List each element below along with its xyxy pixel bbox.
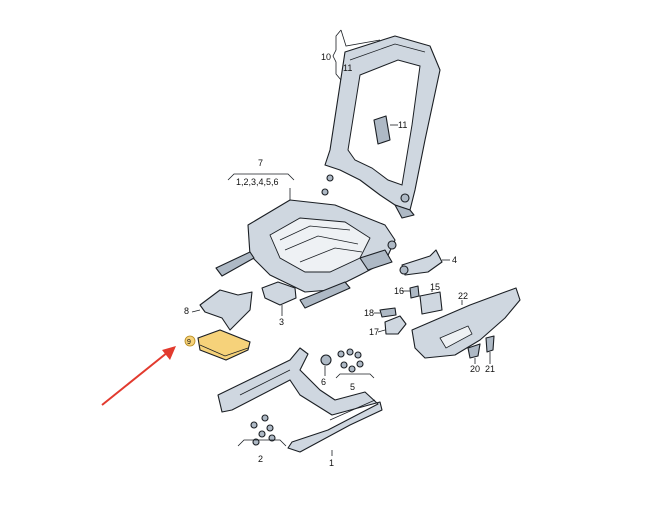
- part-5-screws: [335, 348, 375, 379]
- label-15: 15: [430, 282, 440, 292]
- part-9: 9: [184, 329, 251, 361]
- label-21: 21: [485, 364, 495, 374]
- part-17: [377, 315, 407, 335]
- label-16: 16: [394, 286, 404, 296]
- label-11: 11: [398, 120, 407, 130]
- label-10: 10: [321, 52, 331, 62]
- label-6: 6: [321, 377, 326, 387]
- part-21: [485, 335, 495, 364]
- part-20: [467, 343, 481, 364]
- label-9: 9: [187, 339, 191, 346]
- label-2: 2: [258, 454, 263, 464]
- callout-10: 10 11: [321, 29, 381, 81]
- pointer-arrow: [101, 346, 176, 406]
- label-1: 1: [329, 458, 334, 468]
- part-3: [261, 281, 297, 316]
- rail-assembly: [217, 347, 383, 456]
- part-18: [374, 307, 397, 318]
- part-2-screws: [237, 414, 287, 447]
- label-7: 7: [258, 158, 263, 168]
- part-11: [373, 115, 398, 145]
- label-17: 17: [369, 327, 379, 337]
- seat-frame: [215, 199, 397, 309]
- label-20: 20: [470, 364, 480, 374]
- label-11-bracket: 11: [343, 63, 352, 73]
- label-8: 8: [184, 306, 189, 316]
- label-4: 4: [452, 255, 457, 265]
- part-22: [411, 287, 521, 359]
- label-7-sub: 1,2,3,4,5,6: [236, 177, 279, 187]
- label-22: 22: [458, 291, 468, 301]
- label-18: 18: [364, 308, 374, 318]
- part-8: [191, 289, 253, 331]
- part-16: [402, 285, 420, 299]
- part-15: [419, 290, 443, 315]
- label-5: 5: [350, 382, 355, 392]
- label-3: 3: [279, 317, 284, 327]
- callout-7: 7 1,2,3,4,5,6: [227, 158, 295, 200]
- part-4: [399, 249, 450, 276]
- part-6: [320, 354, 332, 376]
